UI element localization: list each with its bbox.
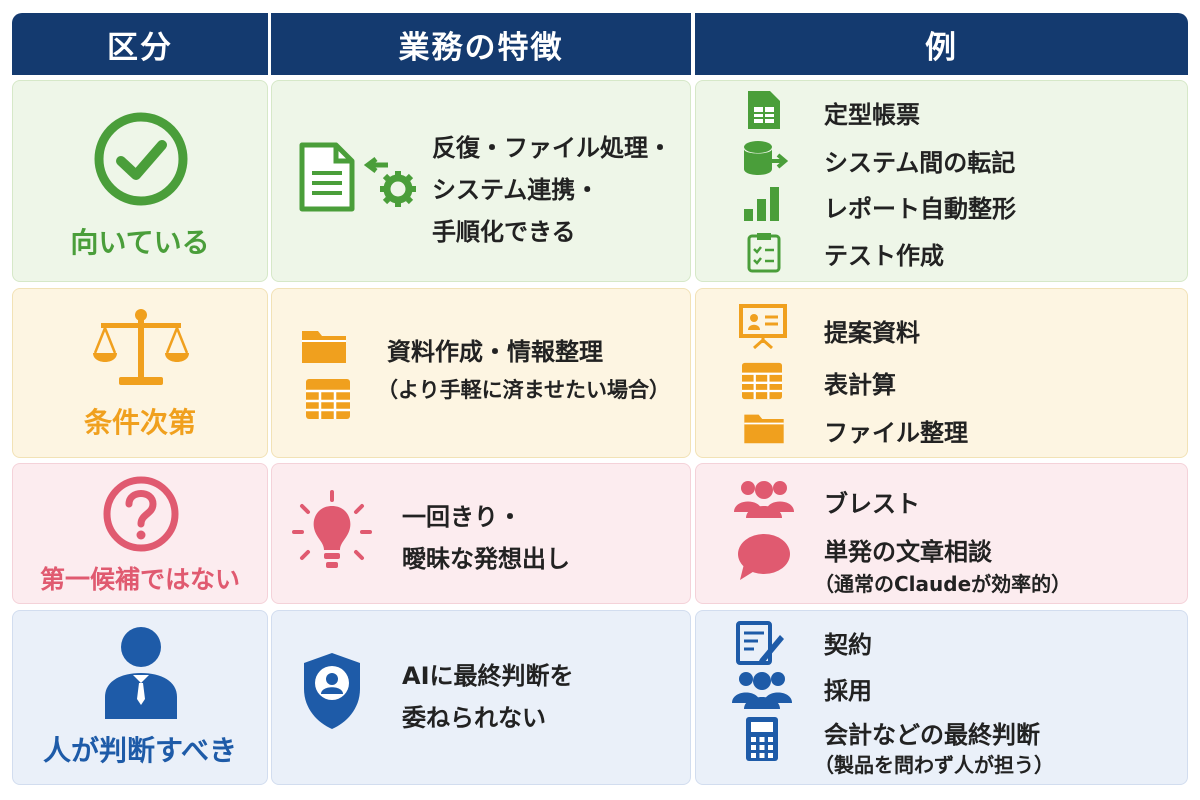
example-item: 会計などの最終判断 <box>824 721 1040 749</box>
example-item: 定型帳票 <box>824 101 920 129</box>
bar-chart-icon <box>744 187 779 221</box>
row-conditional-features: 資料作成・情報整理 （より手軽に済ませたい場合） <box>271 288 691 458</box>
spreadsheet-icon <box>748 91 780 129</box>
feature-line: 資料作成・情報整理 <box>387 338 603 366</box>
feature-line: 手順化できる <box>432 218 576 246</box>
contract-icon <box>736 621 784 665</box>
calculator-icon <box>746 717 778 761</box>
presentation-icon <box>739 304 787 349</box>
folder-icon <box>744 414 784 444</box>
table-icon <box>306 379 350 419</box>
example-item: テスト作成 <box>824 242 944 270</box>
feature-line: 曖昧な発想出し <box>402 545 570 573</box>
speech-bubble-icon <box>738 534 790 580</box>
row-conditional-category: 条件次第 <box>12 288 268 458</box>
table-icon <box>742 362 782 400</box>
check-circle-icon <box>94 112 188 206</box>
example-item: ファイル整理 <box>824 419 968 447</box>
category-label: 条件次第 <box>83 406 196 439</box>
feature-line: 委ねられない <box>402 704 546 732</box>
person-icon <box>105 627 177 719</box>
header-features: 業務の特徴 <box>271 13 691 75</box>
feature-line: 一回きり・ <box>402 503 522 531</box>
feature-line: （より手軽に済ませたい場合） <box>377 378 670 402</box>
example-item: 表計算 <box>824 371 896 399</box>
feature-line: システム連携・ <box>432 176 600 204</box>
checklist-icon <box>747 233 781 273</box>
category-label: 第一候補ではない <box>39 565 240 594</box>
row-human-judgment-examples: 契約 採用 会計などの最終判断 （製品を問わず人が担う） <box>695 610 1188 785</box>
example-item: 契約 <box>824 631 872 659</box>
row-not-first-choice-category: 第一候補ではない <box>12 463 268 604</box>
example-item: レポート自動整形 <box>824 195 1016 223</box>
example-item: ブレスト <box>824 490 920 518</box>
question-circle-icon <box>103 476 179 552</box>
example-item: 単発の文章相談 <box>824 538 992 566</box>
scales-icon <box>93 309 189 385</box>
feature-line: 反復・ファイル処理・ <box>432 134 672 162</box>
category-label: 向いている <box>70 226 210 259</box>
gear-arrow-icon <box>363 157 416 207</box>
document-icon <box>299 142 355 212</box>
example-item: 提案資料 <box>824 319 920 347</box>
row-suitable-features: 反復・ファイル処理・ システム連携・ 手順化できる <box>271 80 691 282</box>
header-category: 区分 <box>12 13 268 75</box>
row-not-first-choice-features: 一回きり・ 曖昧な発想出し <box>271 463 691 604</box>
folder-icon <box>302 331 346 363</box>
row-human-judgment-category: 人が判断すべき <box>12 610 268 785</box>
example-note: （製品を問わず人が担う） <box>814 753 1054 777</box>
example-note: （通常のClaudeが効率的） <box>814 572 1072 596</box>
feature-line: AIに最終判断を <box>402 662 574 690</box>
row-conditional-examples: 提案資料 表計算 ファイル整理 <box>695 288 1188 458</box>
row-suitable-examples: 定型帳票 システム間の転記 レポート自動整形 テスト作成 <box>695 80 1188 282</box>
group-icon <box>732 672 792 709</box>
example-item: システム間の転記 <box>824 149 1016 177</box>
row-human-judgment-features: AIに最終判断を 委ねられない <box>271 610 691 785</box>
group-icon <box>734 481 794 518</box>
lightbulb-icon <box>292 490 372 568</box>
shield-user-icon <box>304 653 360 729</box>
database-transfer-icon <box>744 141 788 175</box>
example-item: 採用 <box>824 677 872 705</box>
header-examples: 例 <box>695 13 1188 75</box>
row-not-first-choice-examples: ブレスト 単発の文章相談 （通常のClaudeが効率的） <box>695 463 1188 604</box>
row-suitable-category: 向いている <box>12 80 268 282</box>
category-label: 人が判断すべき <box>42 734 238 767</box>
